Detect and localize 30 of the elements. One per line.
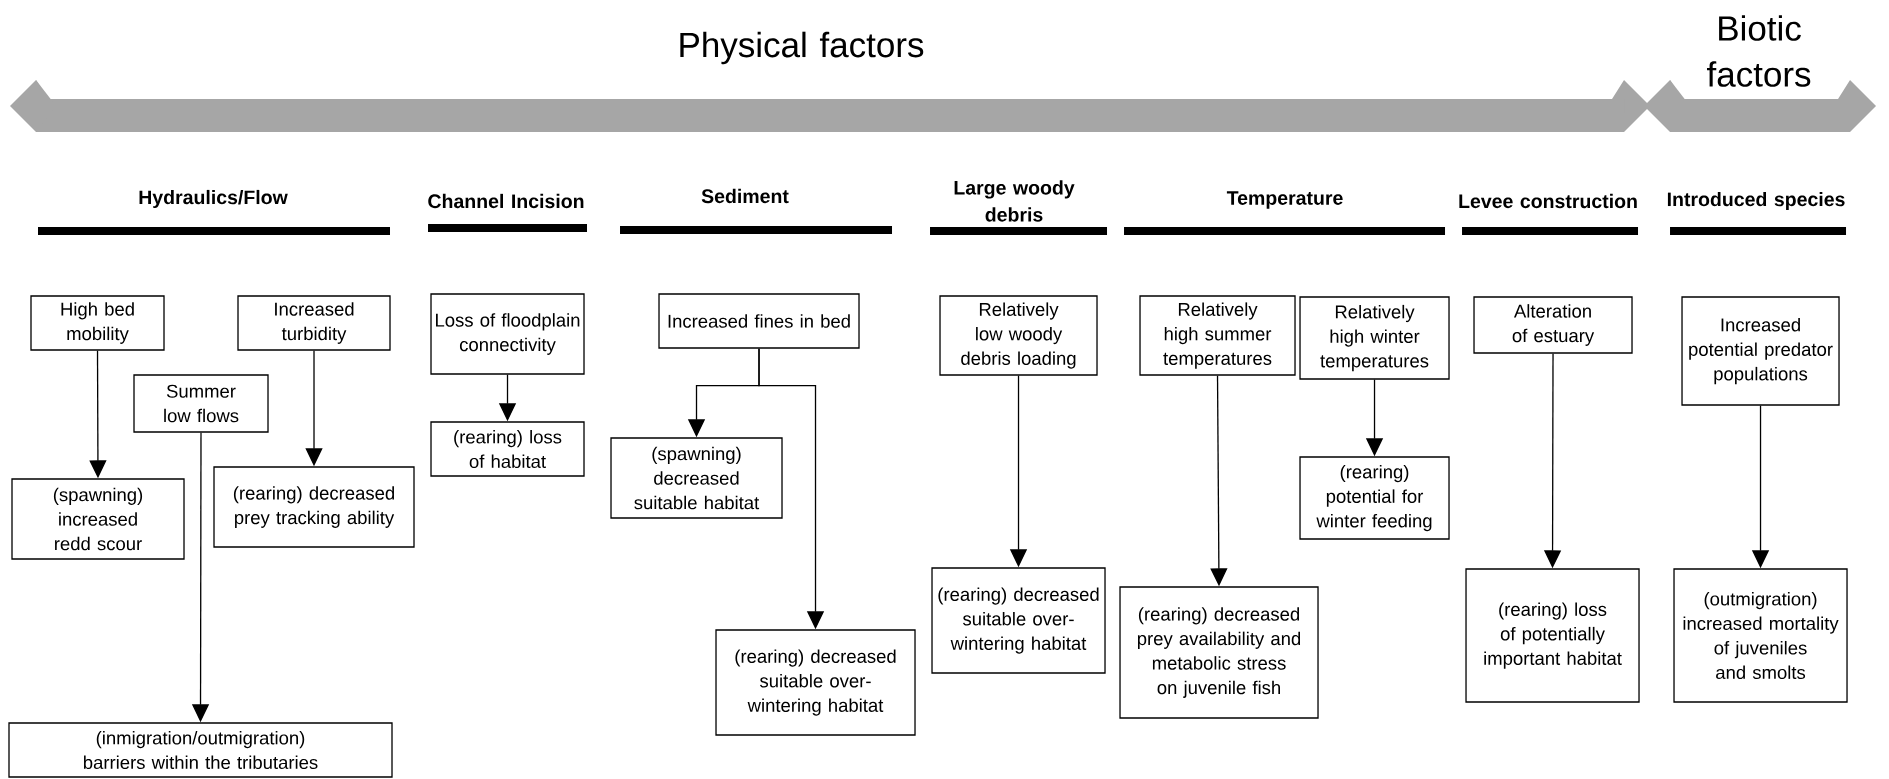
text-box: Increased potential predator populations	[1681, 296, 1840, 406]
text-box: Relatively high summer temperatures	[1139, 295, 1296, 376]
text-box: (rearing) loss of potentially important habitat	[1465, 568, 1640, 703]
text-box: Increased fines in bed	[658, 293, 860, 349]
text-box: Loss of floodplain connectivity	[430, 293, 585, 375]
text-box: High bed mobility	[30, 295, 165, 351]
text-box: (rearing) decreased suitable over-wintering habitat	[931, 567, 1106, 674]
text-box: Summer low flows	[133, 374, 269, 433]
text-box: Relatively low woody debris loading	[939, 295, 1098, 376]
text-box: (rearing) potential for winter feeding	[1299, 456, 1450, 540]
column-heading: Large woody debris	[954, 180, 1075, 222]
column-heading: Levee construction	[1459, 193, 1637, 209]
text-box: Alteration of estuary	[1473, 296, 1633, 354]
column-heading: Channel Incision	[428, 193, 584, 209]
column-heading: Hydraulics/Flow	[139, 189, 288, 209]
column-heading: Introduced species	[1667, 191, 1845, 211]
text-box: (inmigration/outmigration) barriers within the tributaries	[8, 722, 393, 778]
text-box: (rearing) decreased prey tracking ability	[213, 466, 415, 548]
text-box: (rearing) decreased prey availability and metabolic stress on juvenile fish	[1119, 586, 1319, 719]
text-box: (rearing) decreased suitable over-wintering habitat	[715, 629, 916, 736]
column-heading: Sediment	[701, 188, 789, 204]
column-heading: Temperature	[1226, 191, 1343, 209]
group-title: Biotic factors	[1707, 15, 1811, 87]
text-box: Relatively high winter temperatures	[1299, 296, 1450, 380]
text-box: (spawning) decreased suitable habitat	[610, 437, 783, 519]
group-title: Physical factors	[680, 31, 924, 65]
text-box: Increased turbidity	[237, 295, 391, 351]
text-box: (outmigration) increased mortality of juveniles and smolts	[1673, 568, 1848, 703]
text-box: (spawning) increased redd scour	[11, 478, 185, 560]
text-box: (rearing) loss of habitat	[430, 421, 585, 477]
